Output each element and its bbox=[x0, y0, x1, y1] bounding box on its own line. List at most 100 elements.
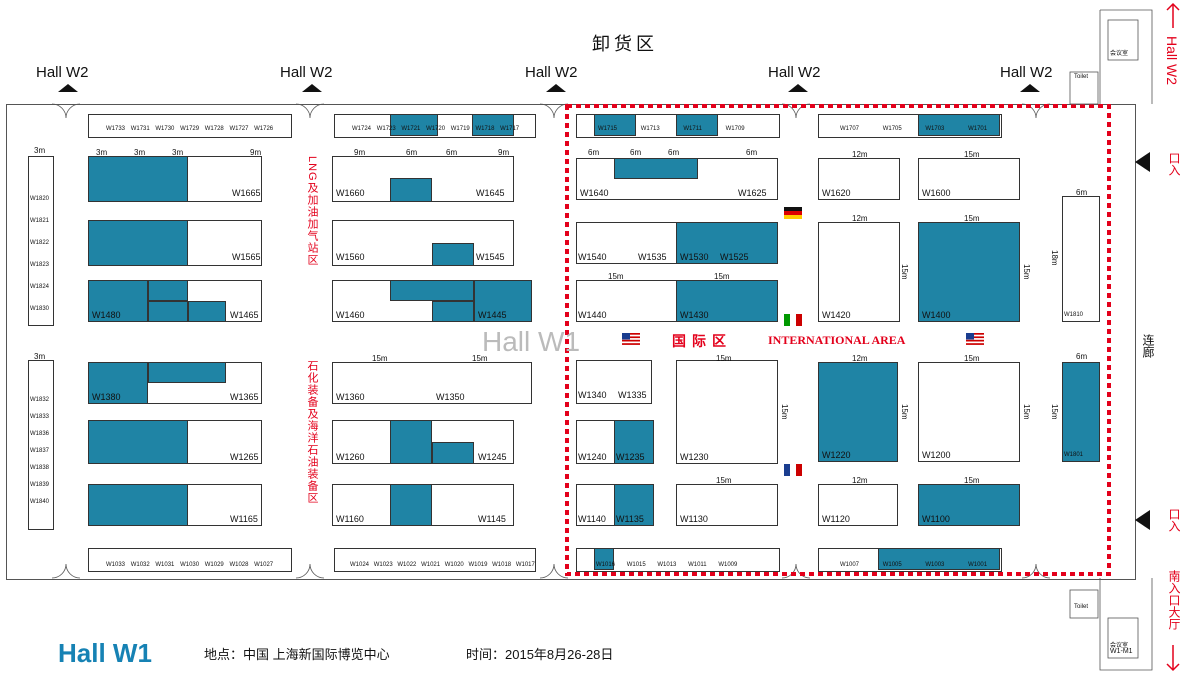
bottom-row-right1 bbox=[576, 548, 780, 572]
booth-id: W1335 bbox=[618, 390, 647, 400]
booth-id: W1718 bbox=[475, 126, 495, 132]
booth-block[interactable] bbox=[676, 360, 778, 464]
booth-block[interactable] bbox=[818, 158, 900, 200]
booth-id: W1625 bbox=[738, 188, 767, 198]
booth-blue[interactable] bbox=[88, 280, 148, 322]
booth-id: W1001 bbox=[968, 562, 988, 568]
bottom-row-left bbox=[88, 548, 292, 572]
unloading-area-label: 卸货区 bbox=[592, 34, 658, 54]
booth-blue[interactable] bbox=[390, 178, 432, 202]
dim-label: 15m bbox=[472, 354, 488, 363]
dim-label: 15m bbox=[714, 272, 730, 281]
booth-blue[interactable] bbox=[474, 280, 532, 322]
booth-block[interactable] bbox=[1062, 196, 1100, 322]
booth-blue[interactable] bbox=[918, 222, 1020, 322]
booth-blue[interactable] bbox=[918, 114, 1000, 136]
france-flag-icon bbox=[784, 464, 802, 476]
booth-blue[interactable] bbox=[88, 420, 188, 464]
booth-id: W1460 bbox=[336, 310, 365, 320]
booth-id: W1160 bbox=[336, 514, 364, 524]
booth-id: W1027 bbox=[254, 562, 274, 568]
booth-id: W1715 bbox=[598, 126, 618, 132]
booth-blue[interactable] bbox=[918, 484, 1020, 526]
booth-id: W1728 bbox=[204, 126, 224, 132]
booth-blue[interactable] bbox=[432, 301, 474, 322]
hall-w2-label: Hall W2 bbox=[1000, 64, 1053, 81]
booth-blue[interactable] bbox=[432, 243, 474, 266]
booth-id: W1731 bbox=[130, 126, 150, 132]
hall-w2-label: Hall W2 bbox=[768, 64, 821, 81]
booth-block[interactable] bbox=[332, 220, 514, 266]
booth-blue[interactable] bbox=[148, 301, 188, 322]
booth-id: W1721 bbox=[401, 126, 421, 132]
dim-label: 6m bbox=[1076, 188, 1088, 197]
toilet-label: Toilet bbox=[1074, 74, 1089, 80]
booth-blue[interactable] bbox=[390, 114, 438, 136]
booth-blue[interactable] bbox=[390, 280, 474, 301]
booth-blue[interactable] bbox=[432, 442, 474, 464]
bottom-row-mid-ids: W1024 W1023 W1022 W1021 W1020 W1019 W101… bbox=[350, 562, 535, 568]
booth-blue[interactable] bbox=[614, 420, 654, 464]
booth-block[interactable] bbox=[818, 484, 898, 526]
dim-label: 12m bbox=[852, 150, 868, 159]
booth-id: W1822 bbox=[30, 240, 50, 246]
booth-id: W1430 bbox=[680, 310, 709, 320]
booth-blue[interactable] bbox=[472, 114, 514, 136]
booth-id: W1729 bbox=[180, 126, 200, 132]
booth-blue[interactable] bbox=[614, 484, 654, 526]
booth-id: W1703 bbox=[925, 126, 945, 132]
petro-zone-label: 石化装备及海洋石油装备区 bbox=[306, 360, 318, 504]
germany-flag-icon bbox=[784, 207, 802, 219]
toilet-label: Toilet bbox=[1074, 604, 1089, 610]
booth-id: W1030 bbox=[180, 562, 200, 568]
booth-id: W1400 bbox=[922, 310, 951, 320]
dim-label: 15m bbox=[1050, 404, 1059, 420]
booth-blue[interactable] bbox=[390, 420, 432, 464]
booth-id: W1140 bbox=[578, 514, 606, 524]
booth-blue[interactable] bbox=[88, 156, 188, 202]
booth-id: W1120 bbox=[822, 514, 850, 524]
booth-blue[interactable] bbox=[188, 301, 226, 322]
dim-label: 3m bbox=[34, 146, 46, 155]
dim-label: 9m bbox=[354, 148, 366, 157]
booth-id: W1017 bbox=[515, 562, 535, 568]
booth-blue[interactable] bbox=[390, 484, 432, 526]
hall-w1-watermark: Hall W1 bbox=[482, 326, 581, 357]
booth-id: W1005 bbox=[882, 562, 902, 568]
booth-blue[interactable] bbox=[88, 220, 188, 266]
booth-block[interactable] bbox=[918, 158, 1020, 200]
booth-blue[interactable] bbox=[676, 222, 778, 264]
booth-block[interactable] bbox=[676, 484, 778, 526]
booth-id: W1665 bbox=[232, 188, 261, 198]
dim-label: 18m bbox=[1050, 250, 1059, 266]
meeting-room-bottom: 会议室 bbox=[1110, 643, 1129, 649]
top-row-left-ids: W1733 W1731 W1730 W1729 W1728 W1727 W172… bbox=[106, 126, 273, 132]
booth-blue[interactable] bbox=[676, 280, 778, 322]
booth-id: W1240 bbox=[578, 452, 607, 462]
booth-block[interactable] bbox=[818, 222, 900, 322]
booth-block[interactable] bbox=[332, 362, 532, 404]
booth-id: W1445 bbox=[478, 310, 507, 320]
booth-blue[interactable] bbox=[594, 114, 636, 136]
booth-id: W1840 bbox=[30, 499, 50, 505]
booth-blue[interactable] bbox=[1062, 362, 1100, 462]
booth-blue[interactable] bbox=[88, 362, 148, 404]
booth-blue[interactable] bbox=[594, 548, 614, 570]
booth-id: W1007 bbox=[840, 562, 860, 568]
booth-blue[interactable] bbox=[148, 280, 188, 301]
booth-blue[interactable] bbox=[878, 548, 1000, 570]
booth-blue[interactable] bbox=[88, 484, 188, 526]
booth-blue[interactable] bbox=[818, 362, 898, 462]
dim-label: 3m bbox=[34, 352, 46, 361]
booth-block[interactable] bbox=[576, 360, 652, 404]
booth-id: W1350 bbox=[436, 392, 465, 402]
booth-id: W1465 bbox=[230, 310, 259, 320]
dim-label: 15m bbox=[900, 404, 909, 420]
booth-blue[interactable] bbox=[676, 114, 718, 136]
booth-block[interactable] bbox=[918, 362, 1020, 462]
booth-blue[interactable] bbox=[148, 362, 226, 383]
booth-blue[interactable] bbox=[614, 158, 698, 179]
booth-id: W1135 bbox=[616, 514, 644, 524]
dim-label: 6m bbox=[588, 148, 600, 157]
booth-id: W1707 bbox=[840, 126, 860, 132]
